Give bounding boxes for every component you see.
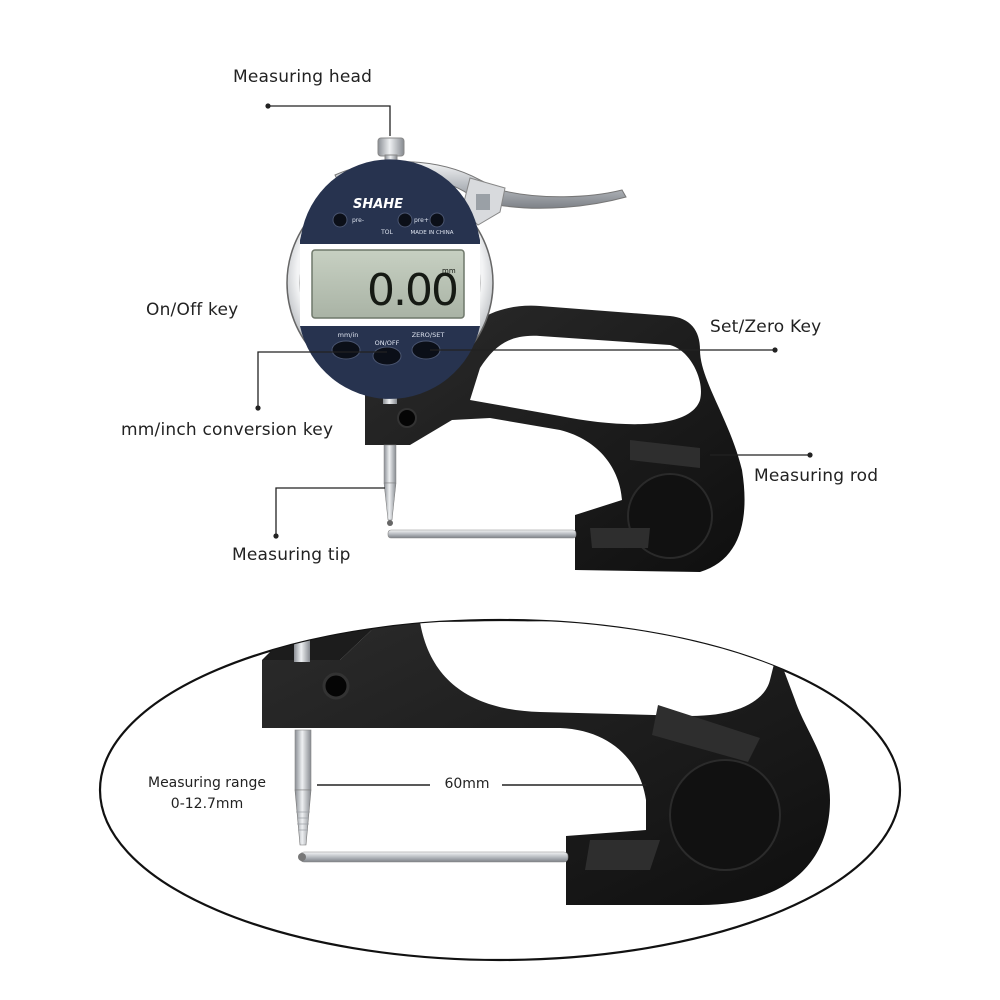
lcd-unit: mm — [442, 267, 456, 275]
leader-measuring-tip — [275, 487, 385, 536]
measuring-range-line2: 0-12.7mm — [170, 796, 244, 812]
depth-dimension-label: 60mm — [444, 776, 490, 792]
callout-on-off-key: On/Off key — [146, 300, 239, 320]
detail-zoom — [262, 620, 830, 905]
callout-lines — [257, 105, 810, 536]
zero-set-key-label: ZERO/SET — [412, 331, 445, 339]
callout-set-zero-key: Set/Zero Key — [710, 317, 822, 337]
on-off-key-label: ON/OFF — [375, 339, 400, 347]
leader-mm-inch — [257, 351, 387, 408]
brand-logo: SHAHE — [353, 197, 403, 212]
callout-measuring-rod: Measuring rod — [754, 466, 879, 486]
callout-dots — [255, 103, 813, 539]
callout-measuring-tip: Measuring tip — [232, 545, 351, 565]
made-in-label: MADE IN CHINA — [411, 230, 454, 236]
tol-label: TOL — [380, 229, 393, 236]
mm-in-key-label: mm/in — [338, 331, 359, 339]
gauge-frame — [365, 305, 745, 572]
measuring-rod-bar — [387, 529, 577, 539]
measuring-range-line1: Measuring range — [147, 775, 266, 791]
leader-measuring-head — [268, 105, 391, 136]
lcd-reading: 0.00 — [367, 265, 457, 316]
pre-minus-label: pre- — [352, 217, 364, 224]
dial-indicator — [286, 159, 494, 399]
measuring-stem — [383, 382, 397, 526]
callout-measuring-head: Measuring head — [233, 67, 373, 87]
pre-plus-label: pre+ — [414, 217, 429, 224]
callout-mm-inch-key: mm/inch conversion key — [121, 420, 334, 440]
